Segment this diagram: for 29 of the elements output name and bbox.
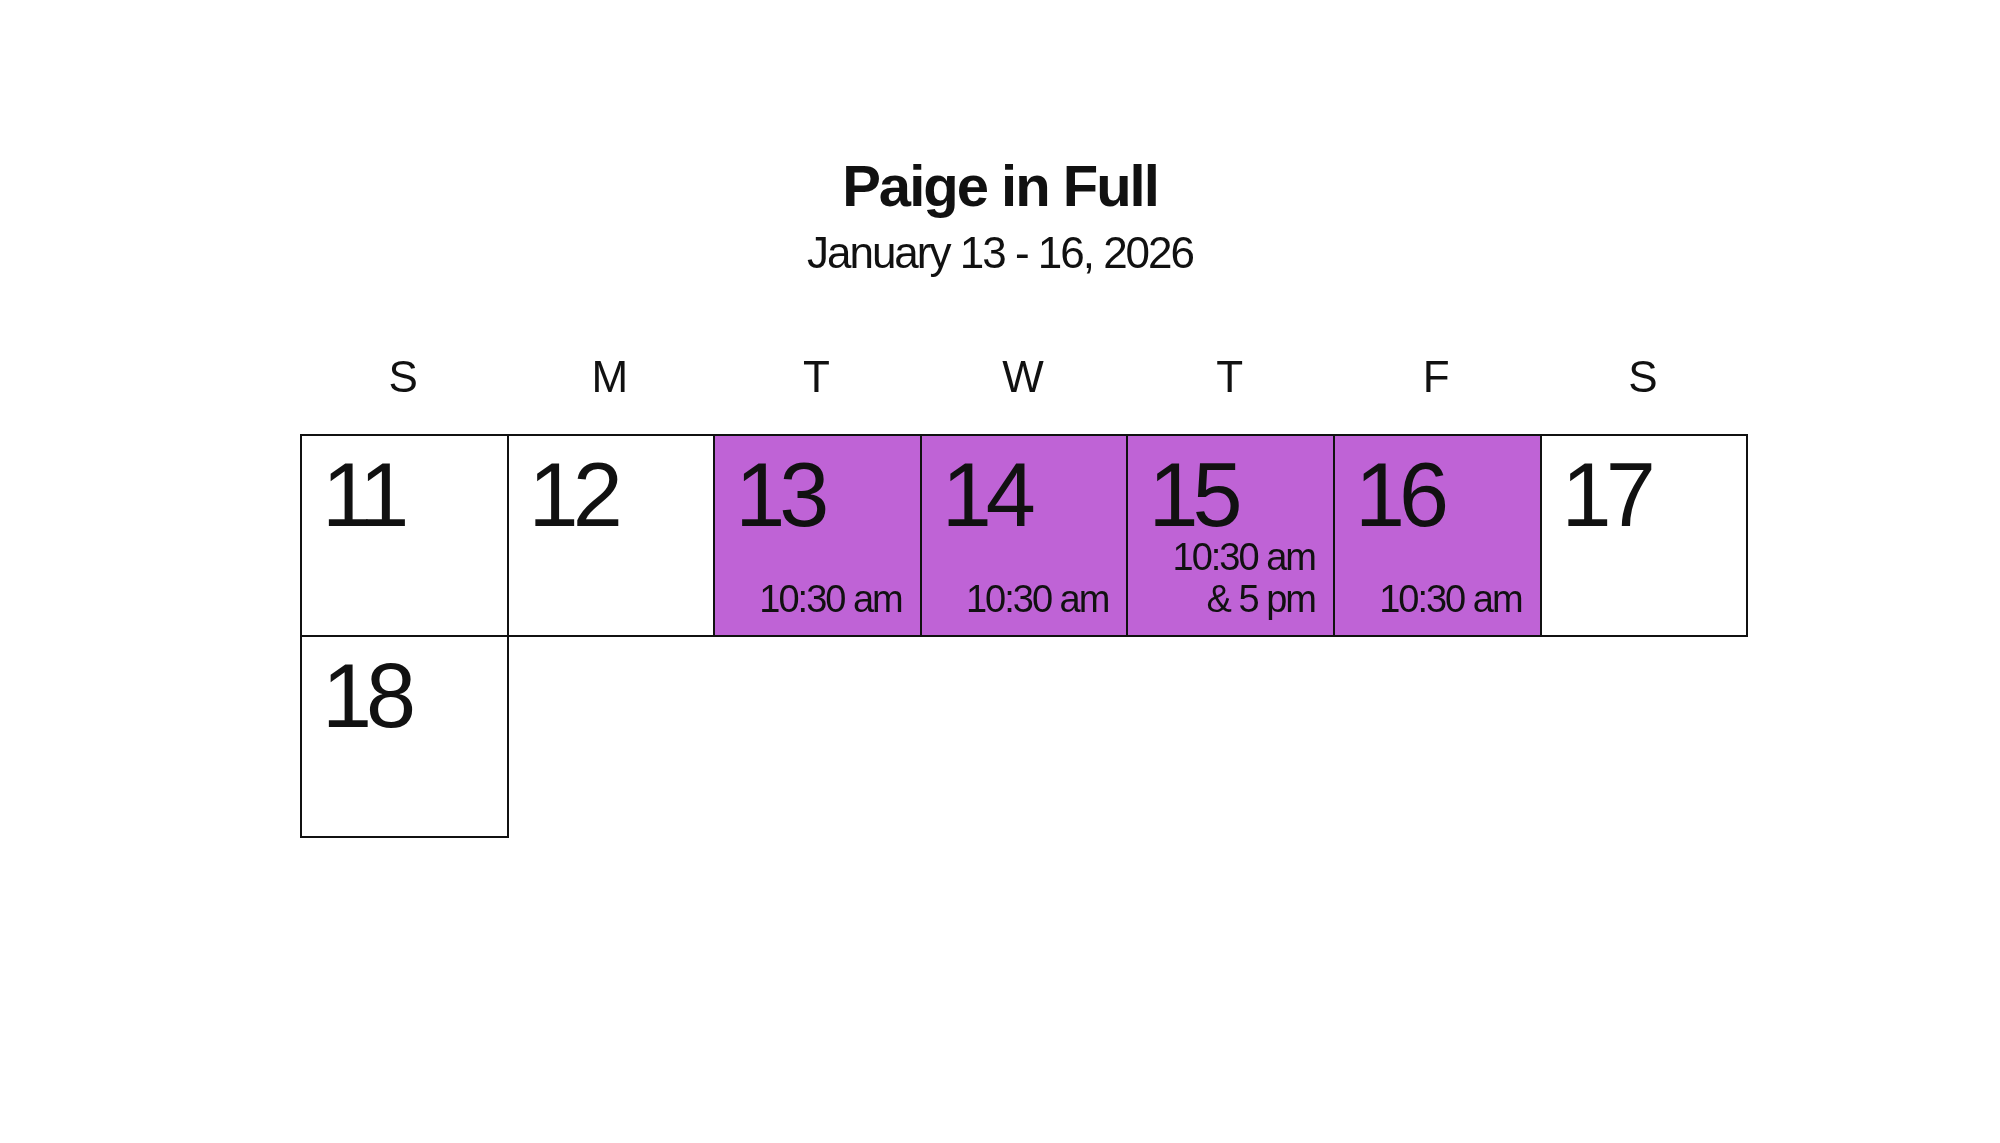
calendar-day-cell (300, 635, 509, 838)
weekday-header: W (1001, 352, 1045, 402)
day-number: 16 (1355, 450, 1444, 540)
day-number: 15 (1148, 450, 1237, 540)
calendar-title: Paige in Full (841, 152, 1159, 219)
weekday-header: T (1215, 352, 1245, 402)
day-number: 13 (735, 450, 824, 540)
day-number: 17 (1561, 450, 1650, 540)
showtime: 10:30 am (1378, 579, 1522, 621)
showtime: 10:30 am & 5 pm (1171, 537, 1315, 621)
calendar-day-cell (1539, 434, 1749, 637)
event-day-cell (713, 434, 922, 637)
calendar-day-cell (506, 434, 716, 637)
day-number: 12 (528, 450, 617, 540)
event-day-cell (1333, 434, 1542, 637)
date-range: January 13 - 16, 2026 (805, 228, 1195, 278)
weekday-header: M (590, 352, 630, 402)
weekday-header: S (387, 352, 419, 402)
showtime: 10:30 am (758, 579, 902, 621)
day-number: 14 (941, 450, 1030, 540)
day-number: 18 (322, 651, 411, 741)
weekday-header: F (1421, 352, 1451, 402)
event-day-cell (919, 434, 1129, 637)
showtime: 10:30 am (964, 579, 1109, 621)
day-number: 11 (322, 450, 404, 540)
event-day-cell (1126, 434, 1335, 637)
weekday-header: S (1627, 352, 1659, 402)
weekday-header: T (802, 352, 831, 402)
calendar-day-cell (300, 434, 509, 637)
